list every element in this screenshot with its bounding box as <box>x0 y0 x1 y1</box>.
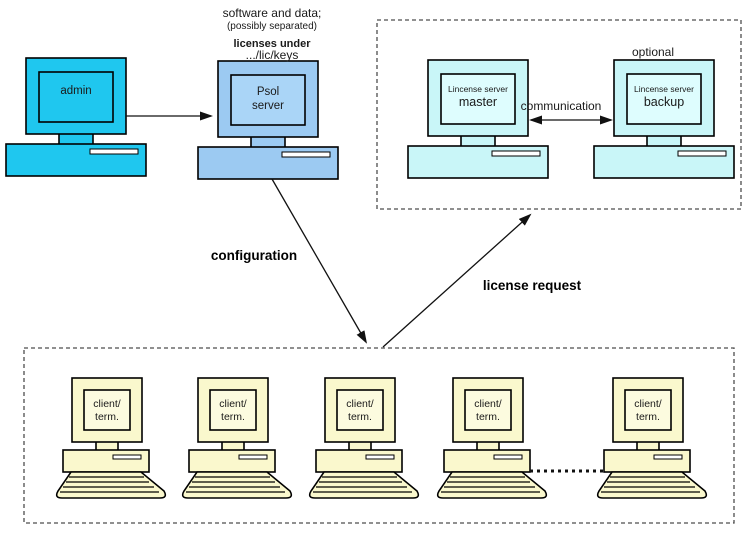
communication-label: communication <box>521 99 602 113</box>
admin-computer: admin <box>5 57 147 177</box>
client2-keyboard-rows <box>186 476 285 493</box>
client-terminal-5: client/ term. <box>596 377 708 499</box>
backup-label-line2: backup <box>644 95 684 109</box>
psol-label-line2: server <box>252 100 284 112</box>
backup-label-line1: Lincense server <box>634 84 694 94</box>
client5-screen <box>624 389 672 431</box>
client5-keyboard <box>596 471 708 499</box>
client-group-box <box>23 347 735 524</box>
client4-screen <box>464 389 512 431</box>
client5-disk-slot <box>653 454 683 460</box>
licenses-note-line2: .../lic/keys <box>246 48 299 62</box>
client5-base <box>603 449 691 473</box>
client-terminal-2: client/ term. <box>181 377 293 499</box>
client2-screen <box>209 389 257 431</box>
backup-screen <box>626 73 702 125</box>
admin-screen <box>38 71 114 123</box>
backup-disk-slot <box>677 150 727 157</box>
client5-label-line2: term. <box>636 411 660 423</box>
client3-base <box>315 449 403 473</box>
client1-disk-slot <box>112 454 142 460</box>
client3-screen <box>336 389 384 431</box>
client1-screen <box>83 389 131 431</box>
admin-disk-slot <box>89 148 139 155</box>
optional-label: optional <box>632 45 674 59</box>
master-label-line2: master <box>459 95 497 109</box>
client3-label-line1: client/ <box>346 398 374 410</box>
client2-keyboard <box>181 471 293 499</box>
admin-label: admin <box>60 85 91 97</box>
license-request-arrow <box>382 213 532 348</box>
configuration-arrow <box>271 178 367 344</box>
client3-keyboard-rows <box>313 476 412 493</box>
client4-keyboard <box>436 471 548 499</box>
client-terminal-4: client/ term. <box>436 377 548 499</box>
client2-base <box>188 449 276 473</box>
client4-label-line2: term. <box>476 411 500 423</box>
licenses-note-line1: licenses under <box>233 38 311 50</box>
psol-screen <box>230 74 306 126</box>
client1-keyboard <box>55 471 167 499</box>
client5-keyboard-rows <box>601 476 700 493</box>
configuration-label: configuration <box>211 248 297 263</box>
client3-disk-slot <box>365 454 395 460</box>
software-note-line2: (possibly separated) <box>227 21 317 32</box>
psol-label-line1: Psol <box>257 86 279 98</box>
license-request-label: license request <box>483 278 582 293</box>
client-terminal-3: client/ term. <box>308 377 420 499</box>
client1-label-line2: term. <box>95 411 119 423</box>
client5-label-line1: client/ <box>634 398 662 410</box>
client3-keyboard <box>308 471 420 499</box>
psol-disk-slot <box>281 151 331 158</box>
client1-label-line1: client/ <box>93 398 121 410</box>
backup-base <box>593 145 735 179</box>
master-disk-slot <box>491 150 541 157</box>
client1-base <box>62 449 150 473</box>
license-server-group-box <box>376 19 742 210</box>
client4-keyboard-rows <box>441 476 540 493</box>
license-server-master-computer: Lincense server master <box>407 59 549 179</box>
client4-label-line1: client/ <box>474 398 502 410</box>
client4-disk-slot <box>493 454 523 460</box>
client2-label-line1: client/ <box>219 398 247 410</box>
client3-label-line2: term. <box>348 411 372 423</box>
client-terminal-1: client/ term. <box>55 377 167 499</box>
license-server-backup-computer: Lincense server backup <box>593 59 735 179</box>
master-label-line1: Lincense server <box>448 84 508 94</box>
psol-server-computer: Psol server <box>197 60 339 180</box>
client1-keyboard-rows <box>60 476 159 493</box>
master-screen <box>440 73 516 125</box>
client4-base <box>443 449 531 473</box>
software-note-line1: software and data; <box>223 6 322 20</box>
client2-label-line2: term. <box>221 411 245 423</box>
client2-disk-slot <box>238 454 268 460</box>
